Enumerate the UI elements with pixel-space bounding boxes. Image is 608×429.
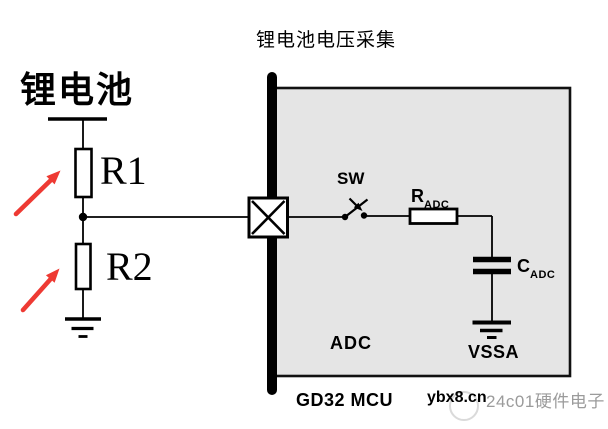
ground-symbol-vssa bbox=[472, 320, 511, 339]
radc-label: RADC bbox=[411, 187, 449, 210]
watermark-site: ybx8.cn bbox=[427, 389, 487, 406]
r1-resistor bbox=[74, 147, 93, 199]
red-arrow-r2 bbox=[20, 268, 60, 313]
radc-label-main: R bbox=[411, 186, 424, 206]
adc-block-label: ADC bbox=[330, 333, 372, 353]
radc-label-sub: ADC bbox=[424, 198, 450, 211]
radc-resistor bbox=[408, 207, 459, 225]
ground-symbol-left bbox=[65, 317, 101, 338]
watermark-brand: 24c01硬件电子 bbox=[486, 392, 605, 411]
r1-label: R1 bbox=[100, 148, 147, 193]
r2-resistor bbox=[74, 242, 92, 291]
cadc-label: CADC bbox=[517, 257, 555, 280]
cadc-label-main: C bbox=[517, 256, 530, 276]
r2-label: R2 bbox=[106, 244, 153, 289]
battery-label: 锂电池 bbox=[20, 70, 135, 110]
diagram-title: 锂电池电压采集 bbox=[256, 30, 397, 51]
sampling-switch bbox=[341, 197, 369, 221]
switch-label: SW bbox=[337, 169, 365, 188]
watermark-logo-circle bbox=[449, 391, 479, 421]
mcu-name-label: GD32 MCU bbox=[296, 390, 394, 410]
mcu-block bbox=[270, 86, 572, 378]
red-arrow-r1 bbox=[13, 170, 61, 217]
cadc-label-sub: ADC bbox=[530, 268, 556, 281]
cadc-capacitor bbox=[473, 256, 511, 275]
vssa-label: VSSA bbox=[468, 342, 520, 362]
mcu-pin-pad bbox=[247, 196, 289, 239]
